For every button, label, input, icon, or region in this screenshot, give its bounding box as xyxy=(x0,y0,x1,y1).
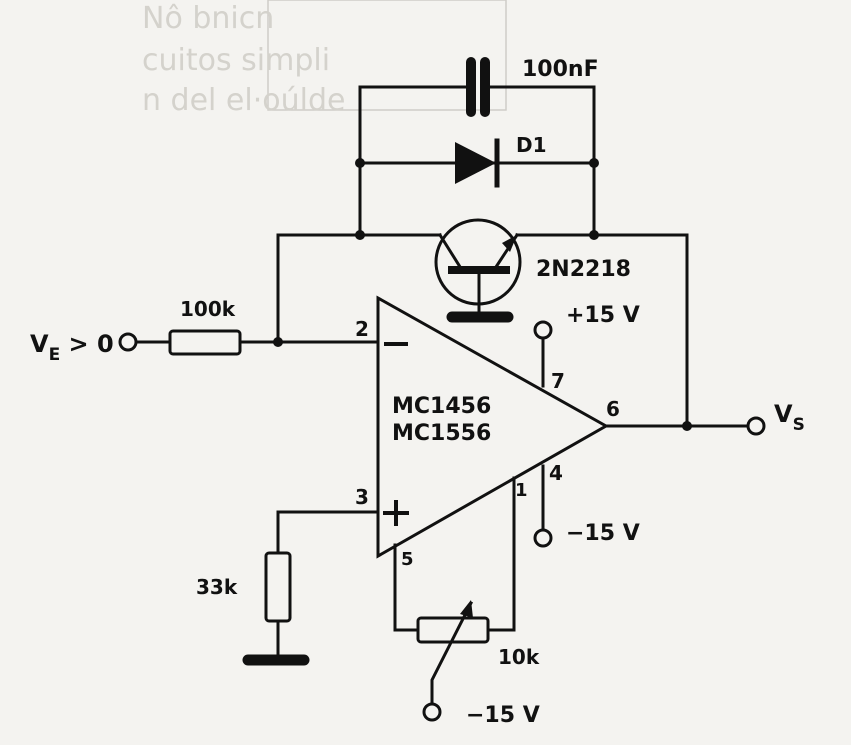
bleed-line-2: cuitos simpli xyxy=(142,43,330,78)
trimmer-wire xyxy=(393,476,516,632)
pin-5-label: 5 xyxy=(401,549,414,570)
input-label-v: V xyxy=(30,330,49,358)
transistor-label: 2N2218 xyxy=(536,257,631,282)
transistor-collector-lead xyxy=(437,232,465,273)
resistor-100k xyxy=(168,329,242,356)
trimmer-10k xyxy=(416,616,490,644)
input-section xyxy=(118,329,380,356)
bias-wire xyxy=(276,510,380,657)
resistor-33k xyxy=(264,551,292,623)
junction-dot xyxy=(355,158,365,168)
pin-6-label: 6 xyxy=(606,397,620,421)
junction-dot xyxy=(589,158,599,168)
input-label-rest: > 0 xyxy=(60,330,114,358)
resistor-33k-label: 33k xyxy=(196,575,238,599)
labels: 100nF D1 2N2218 100k 33k 10k MC1456 MC15… xyxy=(30,57,805,728)
noninverting-symbol xyxy=(383,500,409,526)
supply-pins xyxy=(533,320,553,548)
output-terminal[interactable] xyxy=(746,416,766,436)
pin-3-label: 3 xyxy=(355,485,369,509)
junction-dot xyxy=(273,337,283,347)
diode-label: D1 xyxy=(516,133,547,157)
bleed-line-3: n del el·oúlde xyxy=(142,83,345,118)
trimmer-supply-terminal[interactable] xyxy=(422,702,442,722)
resistor-100k-label: 100k xyxy=(180,297,236,321)
pin-7-label: 7 xyxy=(551,369,565,393)
pin-1-label: 1 xyxy=(515,480,528,501)
input-terminal[interactable] xyxy=(118,332,138,352)
op-amp xyxy=(376,295,610,559)
trimmer-arrow xyxy=(460,600,473,618)
output-label-sub: S xyxy=(793,415,805,435)
offset-null xyxy=(393,476,516,722)
trimmer-label: 10k xyxy=(498,645,540,669)
pin-4-label: 4 xyxy=(549,461,563,485)
vneg-label: −15 V xyxy=(566,521,640,546)
bleed-through: Nô bnicn cuitos simpli n del el·oúlde xyxy=(142,0,507,118)
pin-2-label: 2 xyxy=(355,317,369,341)
trimmer-wiper xyxy=(430,600,474,712)
capacitor-label: 100nF xyxy=(522,57,599,82)
diode-triangle xyxy=(455,142,496,184)
transistor-row-wire xyxy=(276,233,689,428)
transistor-2n2218 xyxy=(434,218,522,323)
vpos-terminal[interactable] xyxy=(533,320,553,340)
opamp-part-line2: MC1556 xyxy=(392,421,491,446)
bias-network xyxy=(242,510,380,666)
input-label-sub: E xyxy=(49,345,61,365)
vpos-label: +15 V xyxy=(566,303,640,328)
opamp-part-line1: MC1456 xyxy=(392,394,491,419)
input-label: VE > 0 xyxy=(30,330,114,365)
transistor-emitter-arrow xyxy=(502,235,517,252)
feedback-network xyxy=(276,57,689,428)
vneg-terminal[interactable] xyxy=(533,528,553,548)
trimmer-supply-label: −15 V xyxy=(466,703,540,728)
junction-dot xyxy=(682,421,692,431)
op-amp-triangle xyxy=(376,295,610,559)
output-label-v: V xyxy=(774,400,793,428)
output-label: VS xyxy=(774,400,805,435)
bleed-line-1: Nô bnicn xyxy=(142,1,274,36)
bleed-box xyxy=(267,0,507,111)
output-section xyxy=(604,416,766,436)
